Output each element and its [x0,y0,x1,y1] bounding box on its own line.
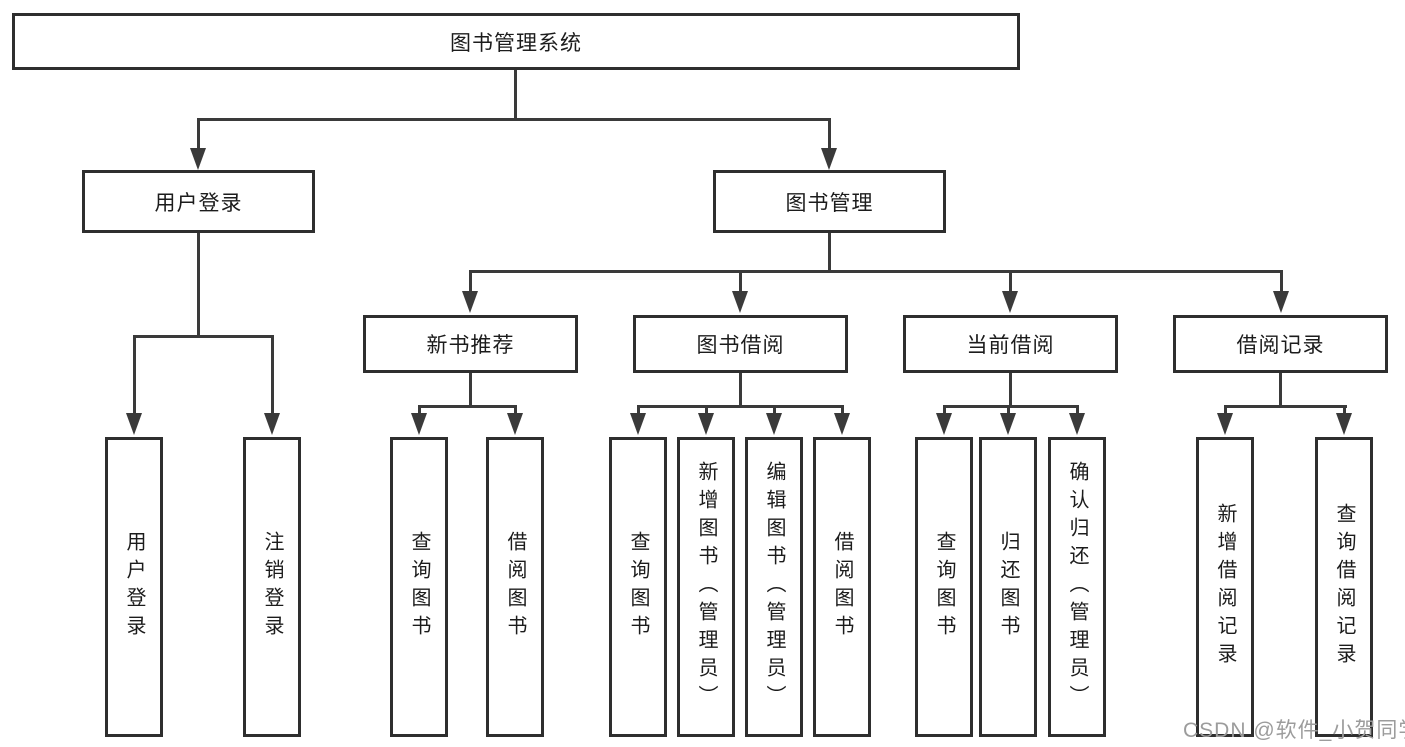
connector-line [1076,405,1079,417]
arrowhead-down-icon [1217,413,1233,435]
leaf-return-books-label: 归还图书 [997,531,1019,643]
leaf-borrow-books-label: 借阅图书 [831,531,853,643]
arrowhead-down-icon [936,413,952,435]
node-current-borrow-label: 当前借阅 [966,334,1055,357]
connector-line [418,405,517,408]
node-root-label: 图书管理系统 [450,31,582,55]
connector-line [705,405,708,417]
connector-line [514,68,517,120]
connector-line [1224,405,1227,417]
leaf-query-books-borrow-label: 查询图书 [627,531,649,643]
connector-line [1224,405,1347,408]
arrowhead-down-icon [698,413,714,435]
arrowhead-down-icon [264,413,280,435]
connector-line [197,118,831,121]
connector-line [469,270,472,294]
leaf-return-books: 归还图书 [979,437,1037,737]
node-book-borrow-label: 图书借阅 [696,334,785,357]
connector-line [133,335,274,338]
connector-line [197,118,200,152]
node-borrow-record: 借阅记录 [1173,315,1388,373]
connector-line [739,270,742,294]
node-book-borrow: 图书借阅 [633,315,848,373]
leaf-confirm-return-admin: 确认归还（管理员） [1048,437,1106,737]
arrowhead-down-icon [1000,413,1016,435]
arrowhead-down-icon [1069,413,1085,435]
connector-line [1280,270,1283,294]
leaf-borrow-books-recommend-label: 借阅图书 [504,531,526,643]
connector-line [469,373,472,407]
node-user-login: 用户登录 [82,170,315,233]
arrowhead-down-icon [507,413,523,435]
leaf-query-books-recommend: 查询图书 [390,437,448,737]
connector-line [197,233,200,335]
connector-line [133,335,136,415]
arrowhead-down-icon [462,291,478,313]
node-book-management-label: 图书管理 [785,191,874,215]
connector-line [271,335,274,415]
leaf-confirm-return-admin-label: 确认归还（管理员） [1066,461,1088,713]
connector-line [514,405,517,417]
leaf-add-books-admin-label: 新增图书（管理员） [695,461,717,713]
node-user-login-label: 用户登录 [154,191,243,215]
arrowhead-down-icon [1336,413,1352,435]
connector-line [828,118,831,152]
leaf-add-books-admin: 新增图书（管理员） [677,437,735,737]
arrowhead-down-icon [834,413,850,435]
arrowhead-down-icon [190,148,206,170]
arrowhead-down-icon [1273,291,1289,313]
leaf-add-borrow-record: 新增借阅记录 [1196,437,1254,737]
leaf-edit-books-admin-label: 编辑图书（管理员） [763,461,785,713]
leaf-query-borrow-record: 查询借阅记录 [1315,437,1373,737]
node-borrow-record-label: 借阅记录 [1236,334,1325,357]
arrowhead-down-icon [630,413,646,435]
leaf-query-books-recommend-label: 查询图书 [408,531,430,643]
arrowhead-down-icon [732,291,748,313]
connector-line [1007,405,1010,417]
node-book-management: 图书管理 [713,170,946,233]
connector-line [418,405,421,417]
connector-line [637,405,640,417]
connector-line [1343,405,1346,417]
leaf-query-books-borrow: 查询图书 [609,437,667,737]
leaf-edit-books-admin: 编辑图书（管理员） [745,437,803,737]
connector-line [1279,373,1282,407]
leaf-borrow-books: 借阅图书 [813,437,871,737]
leaf-query-books-current-label: 查询图书 [933,531,955,643]
csdn-watermark: CSDN @软件_小贺同学 [1183,719,1405,742]
node-root: 图书管理系统 [12,13,1020,70]
connector-line [739,373,742,407]
connector-line [1009,373,1012,407]
node-current-borrow: 当前借阅 [903,315,1118,373]
arrowhead-down-icon [766,413,782,435]
arrowhead-down-icon [126,413,142,435]
connector-line [943,405,946,417]
leaf-user-login-label: 用户登录 [123,531,145,643]
leaf-logout: 注销登录 [243,437,301,737]
leaf-query-borrow-record-label: 查询借阅记录 [1333,503,1355,671]
leaf-query-books-current: 查询图书 [915,437,973,737]
node-new-book-recommend-label: 新书推荐 [426,334,515,357]
connector-line [943,405,1079,408]
node-new-book-recommend: 新书推荐 [363,315,578,373]
connector-line [637,405,844,408]
arrowhead-down-icon [411,413,427,435]
leaf-logout-label: 注销登录 [261,531,283,643]
leaf-borrow-books-recommend: 借阅图书 [486,437,544,737]
leaf-user-login: 用户登录 [105,437,163,737]
arrowhead-down-icon [821,148,837,170]
connector-line [773,405,776,417]
connector-line [1009,270,1012,294]
connector-line [469,270,1283,273]
arrowhead-down-icon [1002,291,1018,313]
connector-line [841,405,844,417]
leaf-add-borrow-record-label: 新增借阅记录 [1214,503,1236,671]
connector-line [828,233,831,272]
